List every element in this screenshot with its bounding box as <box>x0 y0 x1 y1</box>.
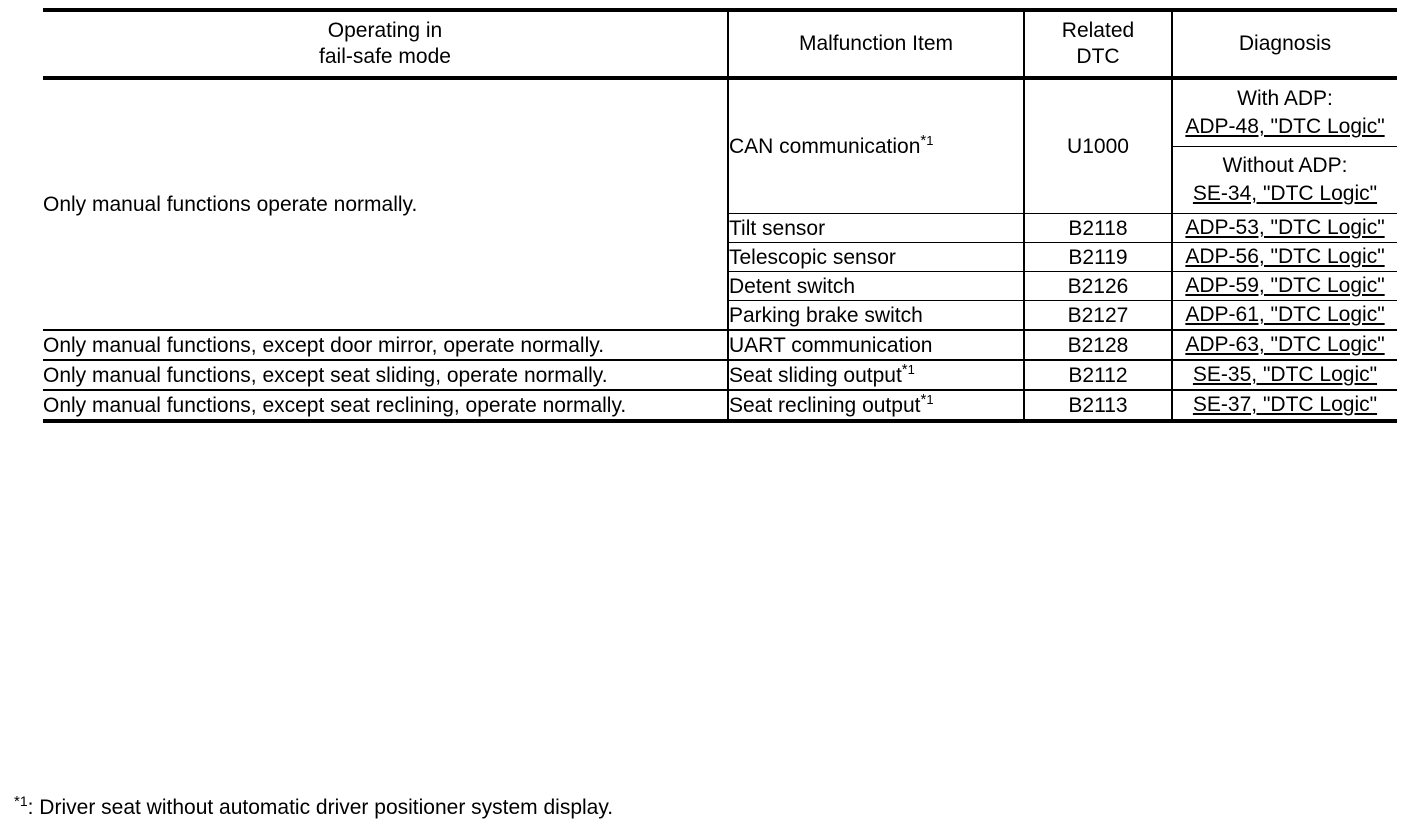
header-related-dtc-line2: DTC <box>1076 45 1120 68</box>
cell-malfunction-item: Parking brake switch <box>727 300 1024 331</box>
table-body: Only manual functions operate normally. … <box>43 78 1397 423</box>
cell-operating-mode: Only manual functions, except door mirro… <box>43 330 728 361</box>
header-related-dtc-line1: Related <box>1061 19 1135 42</box>
diagnosis-link[interactable]: ADP-56, "DTC Logic" <box>1185 245 1385 268</box>
cell-malfunction-item: Seat reclining output*1 <box>727 390 1024 423</box>
diagnosis-link[interactable]: SE-34, "DTC Logic" <box>1192 182 1378 205</box>
footnote-marker: *1 <box>920 132 934 149</box>
table-footnote: *1: Driver seat without automatic driver… <box>14 793 614 821</box>
diagnosis-link[interactable]: SE-37, "DTC Logic" <box>1192 393 1378 416</box>
cell-operating-mode: Only manual functions, except seat slidi… <box>43 360 728 391</box>
fail-safe-diagnosis-table: Operating in fail-safe mode Malfunction … <box>43 8 1397 423</box>
cell-diagnosis: SE-35, "DTC Logic" <box>1171 360 1397 391</box>
diagnosis-link[interactable]: ADP-48, "DTC Logic" <box>1185 115 1385 138</box>
cell-malfunction-item: Telescopic sensor <box>727 242 1024 272</box>
header-row: Operating in fail-safe mode Malfunction … <box>43 10 1397 80</box>
cell-diagnosis: ADP-61, "DTC Logic" <box>1171 300 1397 331</box>
diagnosis-option-with-adp: With ADP: ADP-48, "DTC Logic" <box>1173 80 1397 147</box>
footnote-text: : Driver seat without automatic driver p… <box>27 796 614 819</box>
cell-diagnosis: ADP-59, "DTC Logic" <box>1171 271 1397 301</box>
cell-malfunction-item: UART communication <box>727 330 1024 361</box>
cell-related-dtc: B2113 <box>1023 390 1172 423</box>
footnote-marker: *1 <box>14 793 28 810</box>
cell-related-dtc: B2118 <box>1023 213 1172 243</box>
cell-related-dtc: U1000 <box>1023 78 1172 214</box>
table-row: Telescopic sensor B2119 ADP-56, "DTC Log… <box>43 242 1397 272</box>
table-row: Only manual functions operate normally. … <box>43 78 1397 331</box>
table-header: Operating in fail-safe mode Malfunction … <box>43 10 1397 80</box>
header-operating-mode-line2: fail-safe mode <box>319 45 451 68</box>
cell-malfunction-item: CAN communication*1 <box>727 78 1024 214</box>
diagnosis-link[interactable]: ADP-53, "DTC Logic" <box>1185 216 1385 239</box>
diagnosis-link[interactable]: SE-35, "DTC Logic" <box>1192 363 1378 386</box>
header-operating-mode-line1: Operating in <box>327 19 443 42</box>
cell-diagnosis: ADP-53, "DTC Logic" <box>1171 213 1397 243</box>
diagnosis-condition-label: Without ADP: <box>1222 154 1348 177</box>
cell-malfunction-item: Detent switch <box>727 271 1024 301</box>
malfunction-item-label: CAN communication <box>729 135 921 158</box>
diagnosis-link[interactable]: ADP-63, "DTC Logic" <box>1185 333 1385 356</box>
header-related-dtc: Related DTC <box>1023 10 1172 80</box>
cell-malfunction-item: Seat sliding output*1 <box>727 360 1024 391</box>
cell-diagnosis: SE-37, "DTC Logic" <box>1171 390 1397 423</box>
malfunction-item-label: Seat sliding output <box>729 363 902 387</box>
table-row: Tilt sensor B2118 ADP-53, "DTC Logic" <box>43 213 1397 243</box>
cell-related-dtc: B2127 <box>1023 300 1172 331</box>
diagnosis-link[interactable]: ADP-59, "DTC Logic" <box>1185 274 1385 297</box>
cell-related-dtc: B2112 <box>1023 360 1172 391</box>
cell-diagnosis: ADP-63, "DTC Logic" <box>1171 330 1397 361</box>
diagnosis-condition-label: With ADP: <box>1237 87 1333 110</box>
cell-operating-mode: Only manual functions operate normally. <box>43 78 728 331</box>
table-row: Only manual functions, except door mirro… <box>43 330 1397 361</box>
table-row: Detent switch B2126 ADP-59, "DTC Logic" <box>43 271 1397 301</box>
cell-related-dtc: B2119 <box>1023 242 1172 272</box>
table-row: Only manual functions, except seat recli… <box>43 390 1397 423</box>
diagnosis-split-table: With ADP: ADP-48, "DTC Logic" Without AD… <box>1173 80 1397 213</box>
cell-related-dtc: B2128 <box>1023 330 1172 361</box>
diagnosis-option-cell: With ADP: ADP-48, "DTC Logic" <box>1173 80 1397 147</box>
header-operating-mode: Operating in fail-safe mode <box>43 10 728 80</box>
diagnosis-link[interactable]: ADP-61, "DTC Logic" <box>1185 303 1385 326</box>
table-row: Only manual functions, except seat slidi… <box>43 360 1397 391</box>
diagnosis-option-without-adp: Without ADP: SE-34, "DTC Logic" <box>1173 147 1397 214</box>
diagnosis-option-cell: Without ADP: SE-34, "DTC Logic" <box>1173 147 1397 214</box>
malfunction-item-label: Seat reclining output <box>729 393 921 417</box>
cell-diagnosis: ADP-56, "DTC Logic" <box>1171 242 1397 272</box>
cell-related-dtc: B2126 <box>1023 271 1172 301</box>
cell-operating-mode: Only manual functions, except seat recli… <box>43 390 728 423</box>
table-row: Parking brake switch B2127 ADP-61, "DTC … <box>43 300 1397 331</box>
header-diagnosis: Diagnosis <box>1171 10 1397 80</box>
footnote-marker: *1 <box>901 360 915 378</box>
header-malfunction-item: Malfunction Item <box>727 10 1024 80</box>
cell-malfunction-item: Tilt sensor <box>727 213 1024 243</box>
footnote-marker: *1 <box>920 390 934 408</box>
cell-diagnosis-split: With ADP: ADP-48, "DTC Logic" Without AD… <box>1171 78 1397 214</box>
